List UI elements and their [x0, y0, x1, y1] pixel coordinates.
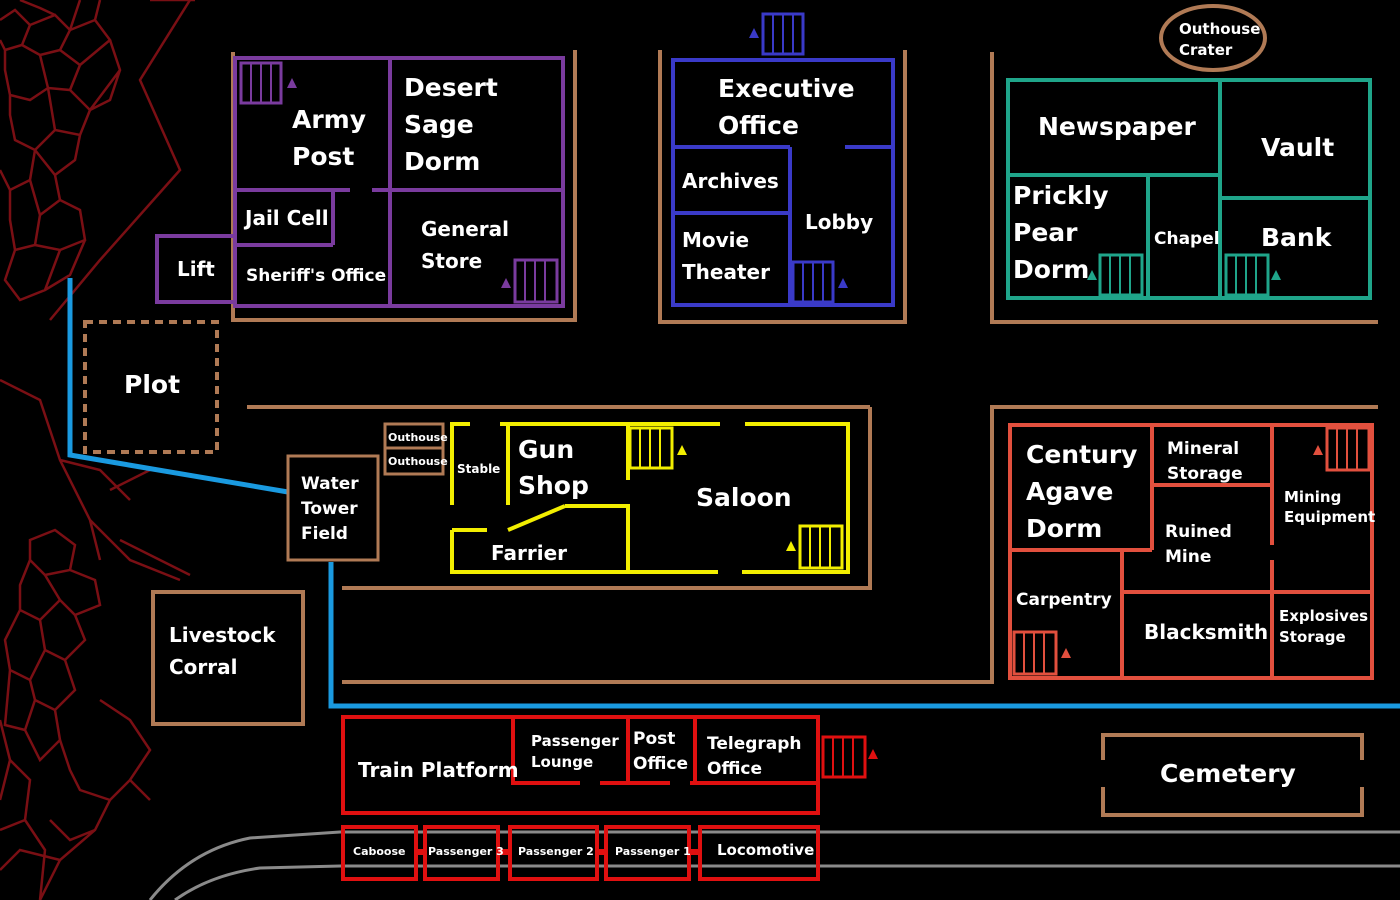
building-yellow: [450, 422, 850, 574]
chapel-label: Chapel: [1154, 229, 1220, 249]
farrier-label: Farrier: [491, 541, 567, 565]
walking-path: [67, 278, 1400, 709]
water-tower-field-label-2: Tower: [301, 499, 358, 519]
livestock-corral-label-1: Livestock: [169, 623, 276, 647]
cemetery-label: Cemetery: [1160, 759, 1296, 788]
livestock-corral-outline: [151, 590, 305, 726]
desert-sage-dorm-label-2: Sage: [404, 110, 474, 139]
building-blue: [671, 12, 895, 307]
army-post-label-1: Army: [292, 105, 366, 134]
mining-equipment-label-2: Equipment: [1284, 508, 1375, 526]
train-platform-label: Train Platform: [358, 758, 519, 782]
outhouse-1-label: Outhouse: [388, 431, 448, 444]
archives-label: Archives: [682, 169, 779, 193]
cracked-terrain: [0, 0, 195, 900]
passenger-lounge-label-2: Lounge: [531, 753, 593, 771]
livestock-corral-label-2: Corral: [169, 655, 238, 679]
building-teal: [1006, 78, 1372, 300]
building-orange: [1008, 423, 1374, 680]
lift-label: Lift: [177, 257, 215, 281]
carpentry-label: Carpentry: [1016, 590, 1112, 610]
outhouse-2-label: Outhouse: [388, 455, 448, 468]
mineral-storage-label-1: Mineral: [1167, 439, 1239, 459]
bank-label: Bank: [1261, 223, 1333, 252]
lobby-label: Lobby: [805, 210, 873, 234]
newspaper-label: Newspaper: [1038, 112, 1196, 141]
post-office-label-1: Post: [633, 729, 675, 749]
outhouse-crater-label-1: Outhouse: [1179, 20, 1260, 38]
stable-label: Stable: [457, 462, 500, 476]
caboose-label: Caboose: [353, 845, 406, 858]
century-agave-dorm-label-3: Dorm: [1026, 514, 1102, 543]
ruined-mine-label-2: Mine: [1165, 547, 1211, 567]
prickly-pear-dorm-label-2: Pear: [1013, 218, 1078, 247]
vault-label: Vault: [1261, 133, 1334, 162]
mining-equipment-label-1: Mining: [1284, 488, 1341, 506]
century-agave-dorm-label-2: Agave: [1026, 477, 1113, 506]
sheriffs-office-label: Sheriff's Office: [246, 266, 386, 286]
street-borders: [231, 50, 1378, 684]
gun-shop-label-2: Shop: [518, 471, 589, 500]
ruined-mine-label-1: Ruined: [1165, 522, 1232, 542]
general-store-label-2: Store: [421, 249, 482, 273]
executive-office-label-1: Executive: [718, 74, 855, 103]
saloon-label: Saloon: [696, 483, 792, 512]
telegraph-office-label-2: Office: [707, 759, 762, 779]
plot-label: Plot: [124, 370, 180, 399]
passenger-2-label: Passenger 2: [518, 845, 594, 858]
explosives-storage-label-1: Explosives: [1279, 607, 1368, 625]
railroad-tracks: [148, 830, 1400, 900]
desert-sage-dorm-label-1: Desert: [404, 73, 498, 102]
building-purple: [155, 56, 565, 308]
cemetery-outline: [1101, 733, 1364, 817]
explosives-storage-label-2: Storage: [1279, 628, 1346, 646]
outhouse-crater-outline: [1159, 4, 1267, 72]
jail-cell-label: Jail Cell: [243, 206, 329, 230]
desert-sage-dorm-label-3: Dorm: [404, 147, 480, 176]
telegraph-office-label-1: Telegraph: [707, 734, 802, 754]
passenger-3-label: Passenger 3: [428, 845, 504, 858]
plot-outline: [83, 320, 219, 454]
outhouse-crater-label-2: Crater: [1179, 41, 1233, 59]
passenger-1-label: Passenger 1: [615, 845, 691, 858]
water-tower-field-label-1: Water: [301, 474, 359, 494]
general-store-label-1: General: [421, 217, 509, 241]
movie-theater-label-1: Movie: [682, 228, 749, 252]
water-tower-area: [286, 422, 445, 562]
movie-theater-label-2: Theater: [682, 260, 770, 284]
century-agave-dorm-label-1: Century: [1026, 440, 1137, 469]
prickly-pear-dorm-label-3: Dorm: [1013, 255, 1089, 284]
prickly-pear-dorm-label-1: Prickly: [1013, 181, 1109, 210]
mineral-storage-label-2: Storage: [1167, 464, 1243, 484]
locomotive-label: Locomotive: [717, 841, 814, 859]
gun-shop-label-1: Gun: [518, 435, 574, 464]
water-tower-field-label-3: Field: [301, 524, 348, 544]
post-office-label-2: Office: [633, 754, 688, 774]
executive-office-label-2: Office: [718, 111, 799, 140]
blacksmith-label: Blacksmith: [1144, 620, 1268, 644]
army-post-label-2: Post: [292, 142, 354, 171]
passenger-lounge-label-1: Passenger: [531, 732, 619, 750]
